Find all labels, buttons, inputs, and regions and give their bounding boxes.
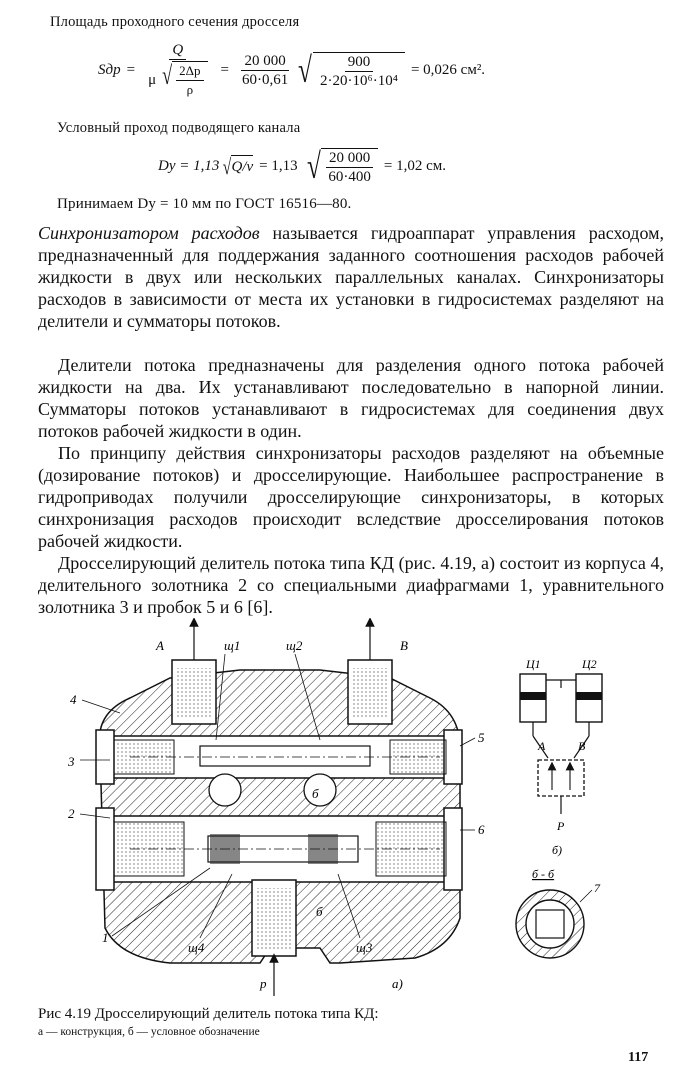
label-b-p: Р [556, 819, 565, 833]
label-7: 7 [594, 881, 601, 895]
label-port-b: В [400, 638, 408, 653]
sqrt-1: √ 2Δp ρ [160, 61, 208, 98]
fraction-1-num: Q [169, 42, 187, 60]
figure-caption-sub: а — конструкция, б — условное обозначени… [38, 1026, 260, 1038]
formula-2-lhs: Dу = 1,13 [158, 158, 220, 174]
formula-2-mid: = 1,13 [259, 158, 298, 174]
symbol-diagram: Ц1 Ц2 А В Р б) [519, 657, 603, 857]
equalizing-spool [199, 745, 371, 767]
plug-5 [443, 729, 463, 785]
label-4: 4 [70, 692, 77, 707]
mu-symbol: μ [148, 72, 157, 88]
sqrt-2: √ 900 2·20·10⁶·10⁴ [295, 51, 405, 89]
construction-drawing: А В щ1 щ2 4 3 2 5 6 1 б б щ4 щ3 р а) [67, 618, 485, 996]
label-sh1: щ1 [224, 638, 240, 653]
paragraph-2: Делители потока предназначены для раздел… [38, 355, 664, 442]
label-inlet-passage: Условный проход подводящего канала [57, 120, 301, 136]
sqrt-3: √ Q/v [223, 153, 254, 179]
formula-inlet-diameter: Dу = 1,13 √ Q/v = 1,13 √ 20 000 60·400 =… [158, 148, 446, 185]
fraction-3-num: 900 [344, 54, 374, 72]
fraction-4-num: 20 000 [325, 150, 374, 168]
plug-6 [443, 807, 463, 891]
paragraph-4: Дросселирующий делитель потока типа КД (… [38, 553, 664, 618]
label-sh3: щ3 [356, 940, 373, 955]
label-2: 2 [68, 806, 75, 821]
label-5: 5 [478, 730, 485, 745]
formula-throttle-area: Sдр = Q μ √ 2Δp ρ = 20 000 60·0,6 [98, 42, 486, 98]
label-b-top: б [312, 786, 319, 801]
label-c1: Ц1 [525, 657, 541, 671]
section-b-b: б - б 7 [515, 867, 601, 959]
formula-lhs: Sдр [98, 61, 121, 78]
sqrt-4: √ 20 000 60·400 [304, 148, 378, 185]
label-port-a: А [155, 638, 164, 653]
formula-2-result: = 1,02 см. [383, 158, 446, 174]
fraction-1-den: μ √ 2Δp ρ [145, 60, 210, 98]
rho: ρ [186, 82, 194, 97]
formula-1-result: = 0,026 см². [410, 61, 486, 78]
label-b-bottom: б [316, 904, 323, 919]
fraction-2: 20 000 60·0,61 [239, 53, 291, 88]
figure-4-19: А В щ1 щ2 4 3 2 5 6 1 б б щ4 щ3 р а) [67, 618, 603, 996]
fraction-4-den: 60·400 [328, 169, 371, 185]
label-sub-a: а) [392, 976, 403, 991]
fraction-2-den: 60·0,61 [241, 71, 289, 88]
label-accept-diameter: Принимаем Dу = 10 мм по ГОСТ 16516—80. [57, 196, 352, 212]
plug-left-upper [95, 729, 115, 785]
label-p: р [259, 976, 267, 991]
label-sub-b: б) [552, 843, 562, 857]
label-c2: Ц2 [581, 657, 597, 671]
paragraph-1-text: называется гидроаппарат управления расхо… [38, 223, 664, 332]
label-1: 1 [102, 930, 109, 945]
label-6: 6 [478, 822, 485, 837]
label-3: 3 [67, 754, 75, 769]
paragraph-3: По принципу действия синхронизаторы расх… [38, 443, 664, 552]
label-b-b: В [578, 739, 586, 753]
fraction-3-den: 2·20·10⁶·10⁴ [320, 72, 398, 89]
sqrt-3-arg: Q/v [231, 154, 254, 179]
fraction-2-num: 20 000 [241, 53, 289, 71]
label-throttle-area: Площадь проходного сечения дросселя [50, 14, 300, 30]
label-b-a: А [537, 739, 546, 753]
two-dp: 2Δp [176, 63, 204, 81]
label-sh4: щ4 [188, 940, 205, 955]
fraction-1: Q μ √ 2Δp ρ [145, 42, 210, 98]
paragraph-1: Синхронизатором расходов называется гидр… [38, 222, 664, 332]
plug-2-left [95, 807, 115, 891]
label-section-title: б - б [532, 867, 555, 881]
label-sh2: щ2 [286, 638, 303, 653]
paragraph-1-term: Синхронизатором расходов [38, 223, 260, 243]
figure-caption: Рис 4.19 Дросселирующий делитель потока … [38, 1006, 379, 1022]
page-number: 117 [628, 1050, 649, 1065]
